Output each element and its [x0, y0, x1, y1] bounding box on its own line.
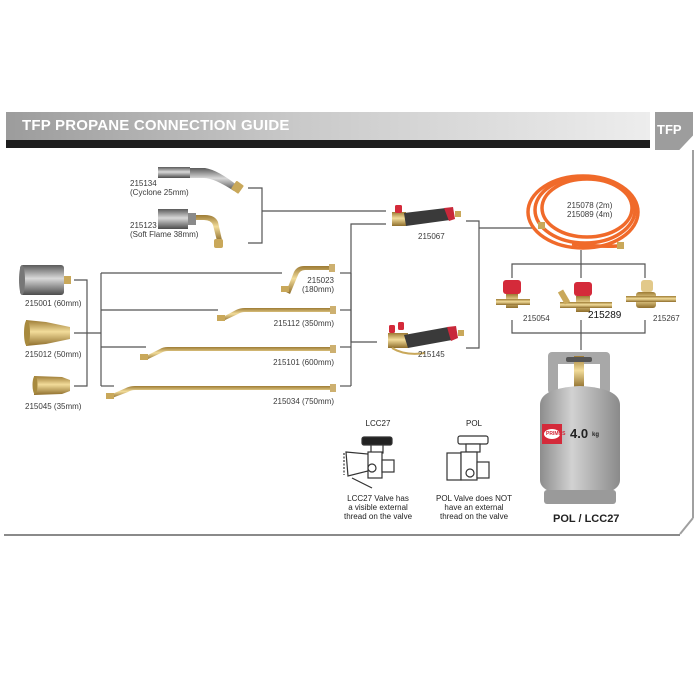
hose-fitting-left [538, 222, 545, 229]
valve-note-line: a visible external [348, 503, 408, 512]
header-rule [6, 140, 650, 148]
cylinder-weight: 4.0 [570, 426, 589, 441]
page-title: TFP PROPANE CONNECTION GUIDE [22, 117, 290, 134]
handle-label: 215067 [418, 232, 445, 241]
cylinder-caption: POL / LCC27 [553, 513, 620, 525]
tube-code: 215023 [307, 276, 334, 285]
torch-tip-desc: (Soft Flame 38mm) [130, 230, 199, 239]
hose-label-4m: 215089 (4m) [567, 210, 613, 219]
regulator-label: 215289 [588, 310, 622, 321]
regulator-215267 [626, 280, 676, 308]
tube-label: 215101 (600mm) [273, 358, 334, 367]
header-bar [6, 112, 650, 140]
valve-note-line: POL Valve does NOT [435, 494, 513, 503]
torch-tip-215123 [158, 209, 223, 248]
burner-head-215001 [19, 265, 71, 295]
burner-head-label: 215012 (50mm) [25, 350, 82, 359]
tube-desc: (180mm) [301, 285, 334, 294]
hose-label-2m: 215078 (2m) [567, 201, 613, 210]
regulator-label: 215054 [523, 314, 550, 323]
burner-head-215012 [24, 320, 70, 346]
burner-head-label: 215001 (60mm) [25, 299, 82, 308]
valve-type-title: LCC27 [365, 419, 391, 428]
valve-note-line: have an external [444, 503, 504, 512]
pol-valve-illustration [446, 435, 490, 481]
valve-type-title: POL [465, 419, 482, 428]
regulator-215289 [557, 282, 612, 312]
cylinder-brand: PRIMUS [546, 431, 566, 437]
regulator-215054 [496, 280, 530, 308]
hose-fitting-right [617, 242, 624, 249]
torch-tip-code: 215123 [130, 221, 157, 230]
valve-note-line: thread on the valve [343, 512, 413, 521]
valve-note-line: LCC27 Valve has [347, 494, 409, 503]
tube-label: 215034 (750mm) [273, 397, 334, 406]
handle-label: 215145 [418, 350, 445, 359]
handle-215067 [392, 205, 461, 226]
tube-label: 215112 (350mm) [273, 319, 334, 328]
regulator-label: 215267 [653, 314, 680, 323]
connector-lines [74, 187, 646, 387]
burner-head-label: 215045 (35mm) [25, 402, 82, 411]
cylinder-weight-unit: kg [592, 432, 600, 438]
valve-note-line: thread on the valve [439, 512, 509, 521]
torch-tip-code: 215134 [130, 179, 157, 188]
tfp-badge-label: TFP [657, 122, 682, 137]
burner-head-215045 [32, 376, 70, 395]
lcc27-valve-illustration [343, 436, 395, 489]
torch-tip-desc: (Cyclone 25mm) [130, 188, 189, 197]
